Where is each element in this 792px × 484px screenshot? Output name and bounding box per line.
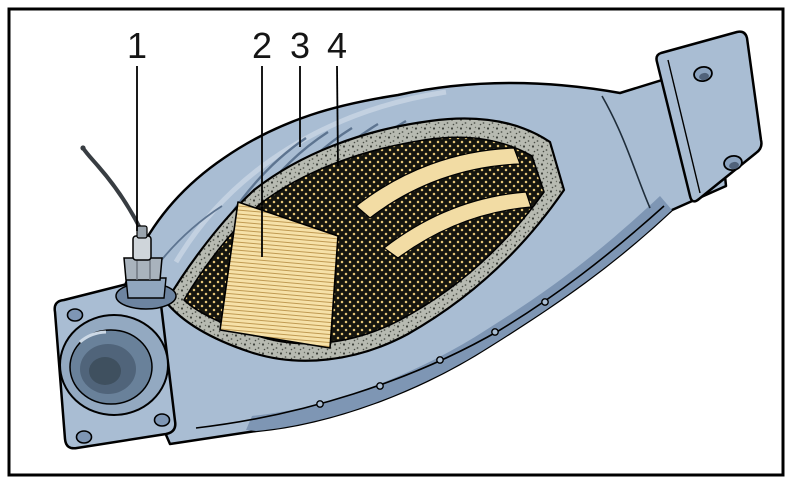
label-2: 2 <box>252 25 272 66</box>
oxygen-sensor <box>80 145 177 310</box>
sensor-hex-nut <box>123 257 163 281</box>
sensor-wire-tip <box>80 145 86 151</box>
label-4: 4 <box>327 25 347 66</box>
leader-line-4 <box>336 65 339 167</box>
seam-bumps <box>316 298 549 408</box>
outlet-pipe-crease <box>601 95 651 209</box>
housing-highlight <box>173 89 447 264</box>
outlet-flange-edge <box>667 59 701 194</box>
outlet-flange <box>655 30 763 203</box>
monolith-dome-bands <box>355 147 532 259</box>
outlet-bolt-holes <box>693 66 743 171</box>
inlet-bore-highlight <box>79 330 107 344</box>
label-1: 1 <box>127 25 147 66</box>
sensor-wire <box>81 146 143 232</box>
leader-lines <box>136 65 339 257</box>
label-3: 3 <box>290 25 310 66</box>
substrate-face <box>219 201 339 349</box>
sensor-body <box>132 235 152 261</box>
inlet-bore-core <box>89 357 121 385</box>
inlet-flange <box>53 277 177 450</box>
sensor-boss-collar <box>125 277 167 299</box>
number-labels: 1 2 3 4 <box>127 25 347 66</box>
sensor-hex-facets <box>136 258 151 280</box>
sensor-terminal <box>136 225 148 239</box>
